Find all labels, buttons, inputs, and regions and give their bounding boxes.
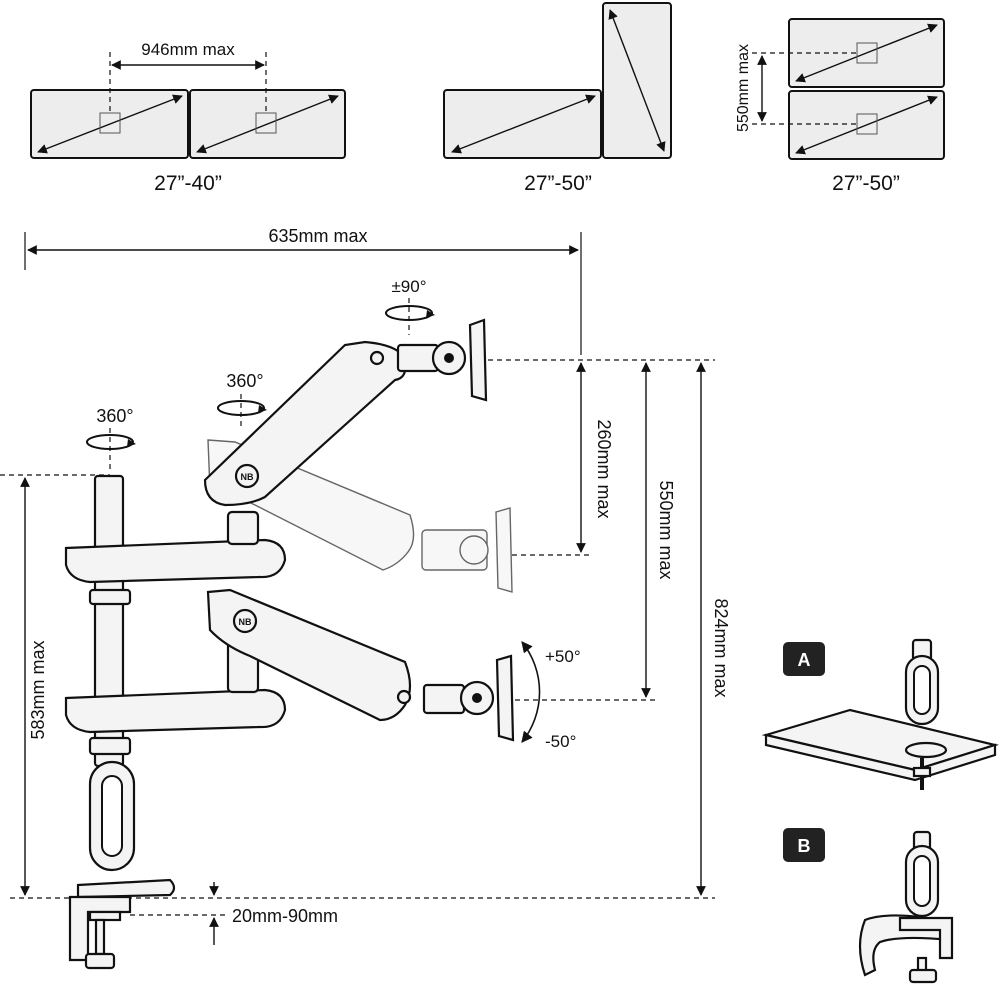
vesa-plate-icon xyxy=(255,112,277,134)
reach-label: 635mm max xyxy=(268,226,367,246)
pole-rotation-label: 360° xyxy=(96,406,133,426)
lower-gas-arm xyxy=(206,588,412,722)
arm-rotation-label: 360° xyxy=(226,371,263,391)
tilt-down-label: -50° xyxy=(545,732,576,751)
logo-text: NB xyxy=(241,472,254,482)
desk-thickness-label: 20mm-90mm xyxy=(232,906,338,926)
vesa-plate-icon xyxy=(99,112,121,134)
badge-b-text: B xyxy=(798,836,811,856)
gap-label-side: 946mm max xyxy=(141,40,235,59)
lower-to-top-label: 550mm max xyxy=(656,480,676,579)
gap-label-stacked: 550mm max xyxy=(735,44,752,132)
config-stacked: 550mm max 27”-50” xyxy=(735,18,945,195)
size-label-side: 27”-40” xyxy=(154,172,222,195)
mount-option-a: A xyxy=(761,638,1000,790)
tilt-arc-icon xyxy=(521,641,541,743)
base-plate xyxy=(76,878,176,899)
tilt-up-label: +50° xyxy=(545,647,581,666)
logo-badge xyxy=(234,463,260,489)
mount-option-b: B xyxy=(783,828,954,984)
config-landscape-portrait: 27”-50” xyxy=(443,2,672,195)
badge-a-text: A xyxy=(798,650,811,670)
size-label-lp: 27”-50” xyxy=(524,172,592,195)
head-rotation-label: ±90° xyxy=(391,277,426,296)
vesa-plate-upper xyxy=(468,318,488,402)
badge-a xyxy=(783,642,825,676)
size-label-stacked: 27”-50” xyxy=(832,172,900,195)
upper-base-arm xyxy=(64,538,287,584)
desk-clamp xyxy=(68,895,132,962)
lower-base-arm xyxy=(64,688,287,734)
upper-travel-label: 260mm max xyxy=(594,419,614,518)
logo-text: NB xyxy=(239,617,252,627)
rotation-annotations: 360° 360° ±90° +50° -50° xyxy=(86,277,581,751)
config-side-by-side: 946mm max 27”-40” xyxy=(30,40,346,195)
upper-gas-arm xyxy=(203,340,407,507)
monitor-arm-illustration: NB NB xyxy=(64,318,515,970)
vesa-plate-icon xyxy=(856,113,878,135)
vesa-plate-lower xyxy=(495,654,515,742)
pole-height-label: 583mm max xyxy=(28,640,48,739)
badge-b xyxy=(783,828,825,862)
vesa-plate-icon xyxy=(856,42,878,64)
total-height-label: 824mm max xyxy=(711,598,731,697)
